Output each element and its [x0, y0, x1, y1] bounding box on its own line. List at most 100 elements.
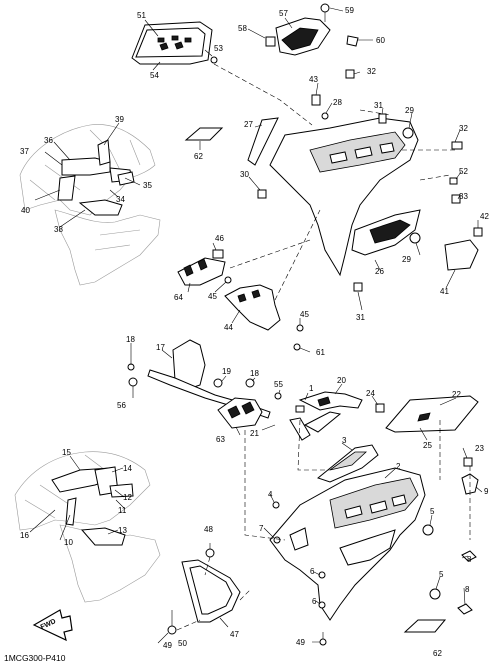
- callout-60: 60: [376, 36, 385, 45]
- diagram-code: 1MCG300-P410: [4, 653, 66, 663]
- callout-53: 53: [214, 44, 223, 53]
- callout-numbers: 1 2 3 4 5 5 6 6 7 8 8 9 10 11 12 13 14 1…: [20, 6, 489, 658]
- callout-13: 13: [118, 526, 127, 535]
- callout-6a: 6: [310, 567, 315, 576]
- callout-29a: 29: [405, 106, 414, 115]
- cover-47: [157, 543, 251, 644]
- callout-7: 7: [259, 524, 264, 533]
- lower-locator-parts: [51, 466, 134, 546]
- bracket-64-assembly: [177, 249, 232, 286]
- sticker-62-lower: [403, 619, 447, 633]
- center-left-leaders: [187, 209, 321, 353]
- bracket-44: [224, 284, 304, 351]
- callout-27: 27: [244, 120, 253, 129]
- fasteners-lower-right: [272, 457, 479, 646]
- callout-17: 17: [156, 343, 165, 352]
- callout-11: 11: [118, 506, 127, 515]
- panel-3: [316, 444, 379, 483]
- callout-58: 58: [238, 24, 247, 33]
- bracket-20-21: [289, 391, 363, 441]
- callout-9: 9: [484, 487, 489, 496]
- callout-33: 33: [459, 192, 468, 201]
- callout-32b: 32: [459, 124, 468, 133]
- callout-34: 34: [116, 195, 125, 204]
- callout-32a: 32: [367, 67, 376, 76]
- callout-31a: 31: [374, 101, 383, 110]
- callout-12: 12: [123, 493, 132, 502]
- callout-14: 14: [123, 464, 132, 473]
- callout-64: 64: [174, 293, 183, 302]
- callout-51: 51: [137, 11, 146, 20]
- callout-4: 4: [268, 490, 273, 499]
- callout-59: 59: [345, 6, 354, 15]
- callout-20: 20: [337, 376, 346, 385]
- upper-locator-leaders: [34, 122, 141, 228]
- callout-19: 19: [222, 367, 231, 376]
- callout-24: 24: [366, 389, 375, 398]
- callout-8b: 8: [465, 585, 470, 594]
- callout-1: 1: [309, 384, 314, 393]
- main-cowl-2: [269, 467, 426, 621]
- callout-23: 23: [475, 444, 484, 453]
- callout-62a: 62: [194, 152, 203, 161]
- callout-49a: 49: [163, 641, 172, 650]
- upper-right-leaders: [213, 63, 479, 311]
- fasteners-upper-right: [257, 69, 483, 292]
- top-leaders: [144, 7, 373, 71]
- sticker-62-upper: [184, 127, 224, 150]
- upper-locator-parts: [57, 139, 135, 216]
- callout-57: 57: [279, 9, 288, 18]
- callout-29b: 29: [402, 255, 411, 264]
- cover-22: [385, 395, 479, 433]
- callout-18a: 18: [126, 335, 135, 344]
- callout-45b: 45: [300, 310, 309, 319]
- callout-50: 50: [178, 639, 187, 648]
- callout-61: 61: [316, 348, 325, 357]
- bracket-63-assembly: [217, 397, 263, 429]
- callout-8a: 8: [467, 555, 472, 564]
- callout-49b: 49: [296, 638, 305, 647]
- lower-locator-leaders: [29, 455, 126, 541]
- callout-2: 2: [396, 462, 401, 471]
- callout-63: 63: [216, 435, 225, 444]
- callout-46: 46: [215, 234, 224, 243]
- callout-5a: 5: [430, 507, 435, 516]
- callout-47: 47: [230, 630, 239, 639]
- callout-28: 28: [333, 98, 342, 107]
- callout-16: 16: [20, 531, 29, 540]
- callout-36: 36: [44, 136, 53, 145]
- callout-35: 35: [143, 181, 152, 190]
- callout-5b: 5: [439, 570, 444, 579]
- callout-21: 21: [250, 429, 259, 438]
- callout-15: 15: [62, 448, 71, 457]
- inner-panel-26: [269, 117, 421, 277]
- callout-26: 26: [375, 267, 384, 276]
- callout-25: 25: [423, 441, 432, 450]
- callout-54: 54: [150, 71, 159, 80]
- callout-62b: 62: [433, 649, 442, 658]
- callout-55: 55: [274, 380, 283, 389]
- callout-52: 52: [459, 167, 468, 176]
- callout-3: 3: [342, 436, 347, 445]
- callout-39: 39: [115, 115, 124, 124]
- callout-44: 44: [224, 323, 233, 332]
- middle-leaders: [130, 343, 457, 441]
- bracket-27: [247, 117, 279, 166]
- panel-57-assembly: [265, 3, 359, 56]
- meter-panel-assembly: [131, 21, 218, 65]
- callout-37: 37: [20, 147, 29, 156]
- callout-22: 22: [452, 390, 461, 399]
- callout-42: 42: [480, 212, 489, 221]
- callout-56: 56: [117, 401, 126, 410]
- callout-6b: 6: [312, 597, 317, 606]
- callout-41: 41: [440, 287, 449, 296]
- callout-48: 48: [204, 525, 213, 534]
- callout-31b: 31: [356, 313, 365, 322]
- callout-18b: 18: [250, 369, 259, 378]
- fwd-arrow: FWD: [32, 609, 73, 642]
- callout-45a: 45: [208, 292, 217, 301]
- callout-40: 40: [21, 206, 30, 215]
- callout-43: 43: [309, 75, 318, 84]
- callout-30: 30: [240, 170, 249, 179]
